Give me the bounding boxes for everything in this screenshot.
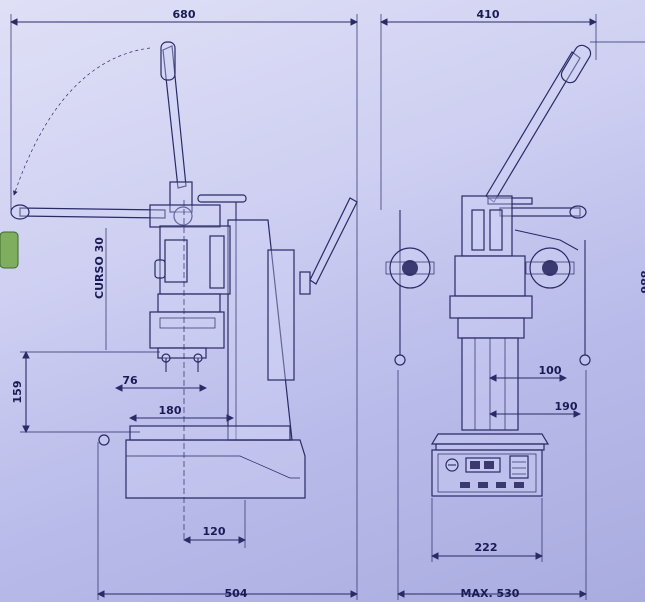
side-view: 410 886 [379,8,645,600]
dim-530-label: MAX. 530 [461,587,520,600]
dim-120-label: 120 [203,525,226,538]
dim-159-label: 159 [11,381,24,404]
dim-680-label: 680 [173,8,196,21]
horizontal-lever [19,207,166,219]
dim-100-label: 100 [539,364,562,377]
dim-504-label: 504 [225,587,248,600]
stroke-label: CURSO 30 [93,237,106,299]
green-edge-object [0,231,19,269]
lever-swing-arc [13,47,151,196]
base [125,439,306,499]
dim-76-label: 76 [122,374,138,387]
upright-lever [162,45,187,189]
dim-190-label: 190 [555,400,578,413]
dim-886-label: 886 [638,271,645,294]
dim-222-label: 222 [475,541,498,554]
front-view: 159 CURSO 30 76 180 120 504 680 [9,8,359,600]
dim-410-label: 410 [477,8,500,21]
dim-180-label: 180 [159,404,182,417]
side-lever [485,51,581,203]
